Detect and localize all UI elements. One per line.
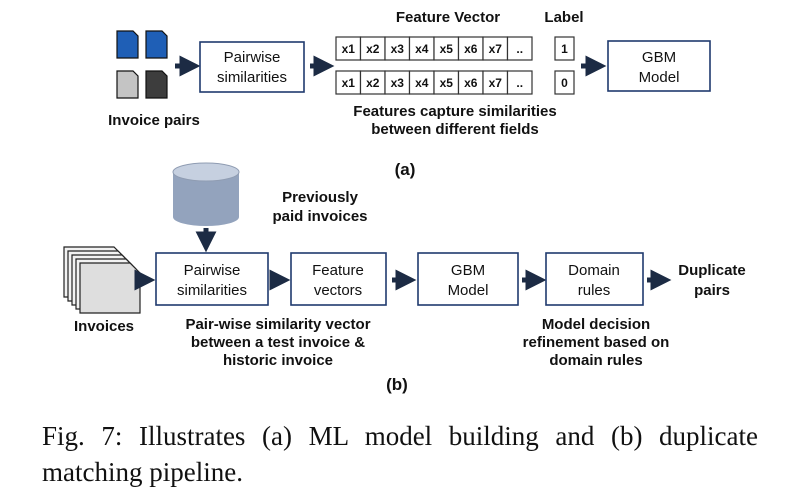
pairwise-similarities-box bbox=[155, 252, 269, 306]
feature-vector-row: x1 x2 x3 x4 x5 x6 x7.. bbox=[335, 36, 533, 61]
feature-cell-label: x7 bbox=[489, 76, 503, 90]
feature-vector-row: x1 x2 x3 x4 x5 x6 x7.. bbox=[335, 70, 533, 95]
feature-cell-label: x6 bbox=[464, 42, 478, 56]
gbm-model-box bbox=[417, 252, 519, 306]
note-b-left-line1: Pair-wise similarity vector bbox=[185, 316, 370, 333]
feature-cell-label: x4 bbox=[415, 76, 429, 90]
feature-cell bbox=[506, 70, 533, 95]
label-title: Label bbox=[544, 9, 583, 26]
box-line2: vectors bbox=[314, 282, 362, 299]
note-a-line1: Features capture similarities bbox=[353, 103, 556, 120]
feature-cell-label: x4 bbox=[415, 42, 429, 56]
box-line1: GBM bbox=[451, 262, 485, 279]
pairwise-similarities-box bbox=[199, 41, 305, 93]
output-label-line1: Duplicate bbox=[678, 262, 746, 279]
part-b-tag: (b) bbox=[386, 375, 408, 394]
invoices-label: Invoices bbox=[74, 318, 134, 335]
note-b-right-line1: Model decision bbox=[542, 316, 650, 333]
feature-cell-label: x3 bbox=[391, 76, 405, 90]
diagram-svg: Invoice pairs Pairwise similarities Feat… bbox=[63, 9, 746, 394]
db-label-line2: paid invoices bbox=[272, 208, 367, 225]
gbm-box-line2: Model bbox=[639, 69, 680, 86]
note-b-right-line3: domain rules bbox=[549, 352, 642, 369]
note-a-line2: between different fields bbox=[371, 121, 539, 138]
part-a-tag: (a) bbox=[395, 160, 416, 179]
domain-rules-box bbox=[545, 252, 644, 306]
invoices-stack-icon bbox=[63, 246, 141, 314]
feature-cell-label: x5 bbox=[440, 42, 454, 56]
label-value: 0 bbox=[561, 76, 568, 90]
feature-vector-title: Feature Vector bbox=[396, 9, 500, 26]
output-label-line2: pairs bbox=[694, 282, 730, 299]
note-b-left-line3: historic invoice bbox=[223, 352, 333, 369]
label-cell bbox=[554, 36, 575, 61]
feature-cell-label: x5 bbox=[440, 76, 454, 90]
db-label-line1: Previously bbox=[282, 189, 359, 206]
pairwise-box-line1: Pairwise bbox=[224, 49, 281, 66]
box-line1: Domain bbox=[568, 262, 620, 279]
figure-caption: Fig. 7: Illustrates (a) ML model buildin… bbox=[42, 421, 758, 487]
box-line2: Model bbox=[448, 282, 489, 299]
feature-cell-label: .. bbox=[516, 76, 523, 90]
feature-cell-label: x1 bbox=[342, 76, 356, 90]
box-line2: similarities bbox=[177, 282, 247, 299]
feature-vectors-box bbox=[290, 252, 387, 306]
feature-cell-label: x3 bbox=[391, 42, 405, 56]
label-cell bbox=[554, 70, 575, 95]
pairwise-box-line2: similarities bbox=[217, 69, 287, 86]
feature-cell-label: .. bbox=[516, 42, 523, 56]
feature-cell-label: x7 bbox=[489, 42, 503, 56]
feature-cell-label: x1 bbox=[342, 42, 356, 56]
box-line2: rules bbox=[578, 282, 611, 299]
gbm-model-box bbox=[607, 40, 711, 92]
feature-cell bbox=[506, 36, 533, 61]
feature-cell-label: x2 bbox=[366, 76, 380, 90]
feature-cell-label: x2 bbox=[366, 42, 380, 56]
invoice-pair-icon bbox=[116, 30, 168, 99]
box-line1: Feature bbox=[312, 262, 364, 279]
invoice-pairs-label: Invoice pairs bbox=[108, 112, 200, 129]
feature-cell-label: x6 bbox=[464, 76, 478, 90]
label-value: 1 bbox=[561, 42, 568, 56]
note-b-right-line2: refinement based on bbox=[523, 334, 670, 351]
note-b-left-line2: between a test invoice & bbox=[191, 334, 365, 351]
gbm-box-line1: GBM bbox=[642, 49, 676, 66]
box-line1: Pairwise bbox=[184, 262, 241, 279]
database-icon bbox=[172, 162, 240, 226]
